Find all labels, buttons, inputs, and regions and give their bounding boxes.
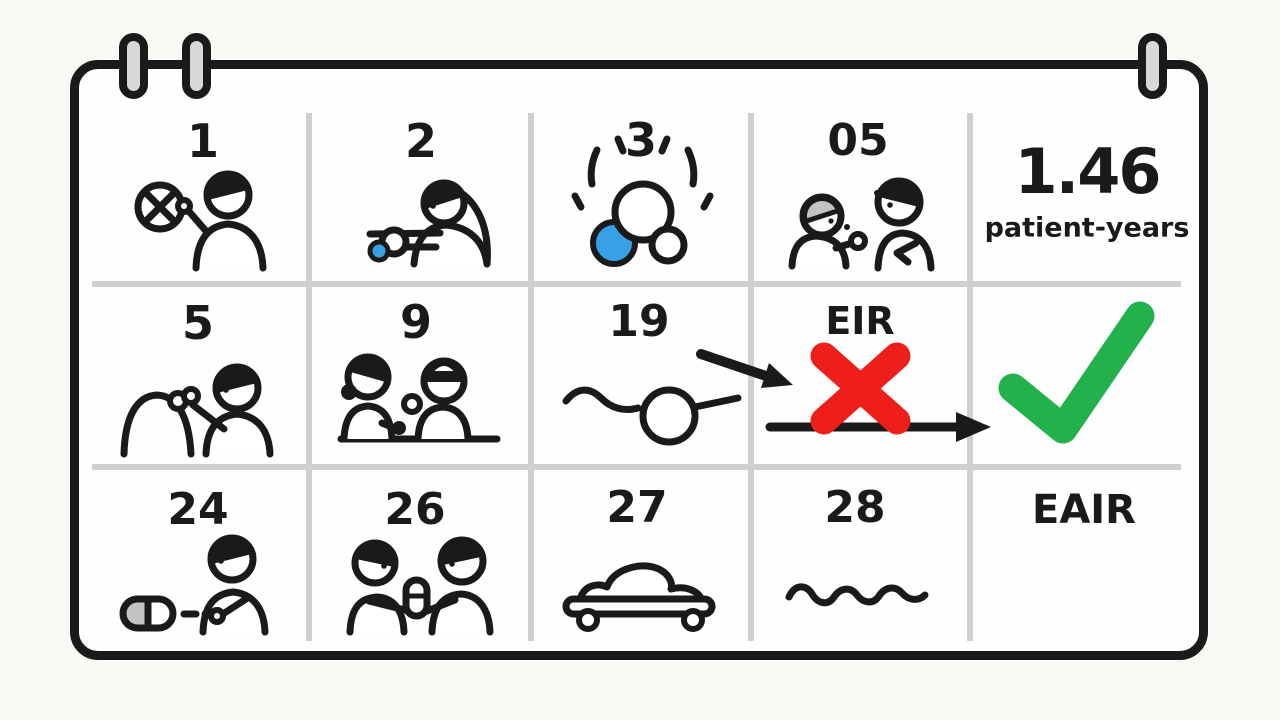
day-24-label: 24 xyxy=(167,484,229,535)
person-with-blue-pill-icon xyxy=(366,179,491,268)
day-28-label: 28 xyxy=(824,482,886,533)
day-19-label: 19 xyxy=(608,296,670,347)
eir-label: EIR xyxy=(825,299,895,343)
gray-haired-person-coughing-with-companion-icon xyxy=(788,177,935,272)
day-27-label: 27 xyxy=(606,482,668,533)
car-outline-icon xyxy=(562,562,716,632)
green-check-mark-icon xyxy=(998,301,1155,444)
diagonal-arrow-to-eir xyxy=(696,349,793,388)
wavy-line-icon xyxy=(785,583,929,607)
calendar-card xyxy=(70,60,1208,660)
metric-unit: patient-years xyxy=(984,212,1190,244)
day-9-label: 9 xyxy=(399,295,433,349)
person-touching-dome-icon xyxy=(120,363,274,458)
metric-value: 1.46 xyxy=(1014,135,1162,208)
binder-ring xyxy=(182,33,211,99)
day-2-label: 2 xyxy=(404,114,438,168)
red-x-mark-icon xyxy=(810,342,911,435)
two-people-holding-capsule-icon xyxy=(346,536,494,636)
half-gray-capsule-with-person-icon xyxy=(119,534,269,636)
two-people-at-table-with-ball-icon xyxy=(337,353,501,443)
sneeze-burst-circles-icon xyxy=(571,135,714,267)
binder-ring xyxy=(119,33,148,99)
day-1-label: 1 xyxy=(186,114,220,168)
wavy-line-with-circle-icon xyxy=(562,386,742,446)
day-05-label: 05 xyxy=(827,115,889,166)
binder-ring xyxy=(1138,33,1167,99)
day-26-label: 26 xyxy=(384,484,446,535)
day-3-label: 3 xyxy=(624,113,658,167)
horizontal-arrow-to-check xyxy=(765,412,991,442)
day-5-label: 5 xyxy=(181,296,215,350)
person-holding-crossed-circle-icon xyxy=(134,170,267,272)
eair-label: EAIR xyxy=(1032,487,1136,533)
grid-lines xyxy=(92,113,1181,641)
